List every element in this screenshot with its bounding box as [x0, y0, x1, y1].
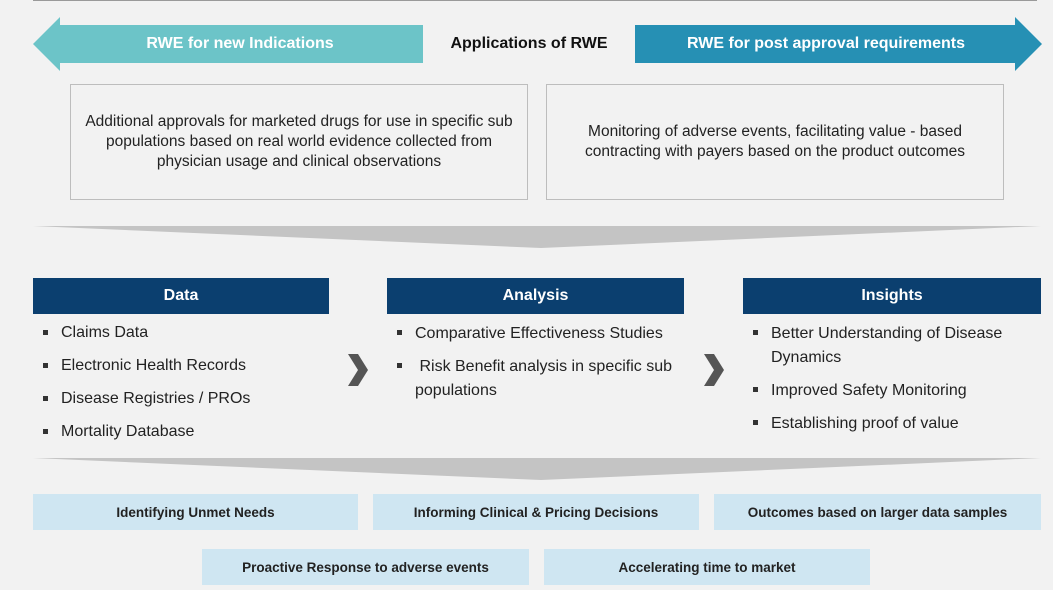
bullet-icon: [753, 387, 758, 392]
chevron-right-icon: [704, 354, 724, 386]
bullet-icon: [43, 363, 48, 368]
new-indications-label: RWE for new Indications: [146, 35, 334, 52]
list-item: Establishing proof of value: [743, 412, 1041, 436]
bullet-icon: [753, 420, 758, 425]
new-indications-arrow: RWE for new Indications: [33, 17, 423, 71]
list-item-text: Better Understanding of Disease Dynamics: [771, 325, 1003, 366]
list-item: Risk Benefit analysis in specific sub po…: [387, 355, 684, 403]
post-approval-label: RWE for post approval requirements: [687, 35, 965, 52]
outcome-unmet-needs: Identifying Unmet Needs: [33, 494, 358, 530]
list-item: Claims Data: [33, 322, 329, 344]
bullet-icon: [43, 429, 48, 434]
list-item-text: Mortality Database: [61, 423, 195, 440]
list-item: Disease Registries / PROs: [33, 388, 329, 410]
list-item-text: Electronic Health Records: [61, 357, 246, 374]
post-approval-arrow: RWE for post approval requirements: [635, 17, 1042, 71]
bullet-icon: [43, 396, 48, 401]
outcome-clinical-pricing: Informing Clinical & Pricing Decisions: [373, 494, 699, 530]
bullet-icon: [397, 363, 402, 368]
list-item-text: Comparative Effectiveness Studies: [415, 325, 663, 342]
chevron-right-icon: [348, 354, 368, 386]
new-indications-description: Additional approvals for marketed drugs …: [70, 84, 528, 200]
list-item-text: Risk Benefit analysis in specific sub po…: [415, 358, 677, 399]
bullet-icon: [43, 330, 48, 335]
analysis-list: Comparative Effectiveness Studies Risk B…: [387, 322, 684, 412]
data-list: Claims Data Electronic Health Records Di…: [33, 322, 329, 454]
funnel-down-shape-bottom: [33, 458, 1041, 480]
list-item: Improved Safety Monitoring: [743, 379, 1041, 403]
list-item-text: Establishing proof of value: [771, 415, 959, 432]
analysis-header: Analysis: [387, 278, 684, 314]
list-item: Comparative Effectiveness Studies: [387, 322, 684, 346]
list-item: Mortality Database: [33, 421, 329, 443]
insights-list: Better Understanding of Disease Dynamics…: [743, 322, 1041, 445]
bullet-icon: [753, 330, 758, 335]
bullet-icon: [397, 330, 402, 335]
right-arrow-shape: [635, 17, 1042, 71]
funnel-down-shape-top: [33, 226, 1041, 248]
outcome-proactive-response: Proactive Response to adverse events: [202, 549, 529, 585]
post-approval-description: Monitoring of adverse events, facilitati…: [546, 84, 1004, 200]
top-divider: [33, 0, 1037, 1]
outcome-larger-samples: Outcomes based on larger data samples: [714, 494, 1041, 530]
list-item-text: Improved Safety Monitoring: [771, 382, 967, 399]
data-header: Data: [33, 278, 329, 314]
applications-title: Applications of RWE: [450, 35, 608, 52]
list-item: Electronic Health Records: [33, 355, 329, 377]
left-arrow-shape: [33, 17, 423, 71]
list-item: Better Understanding of Disease Dynamics: [743, 322, 1041, 370]
list-item-text: Disease Registries / PROs: [61, 390, 251, 407]
outcome-time-to-market: Accelerating time to market: [544, 549, 870, 585]
list-item-text: Claims Data: [61, 324, 149, 341]
insights-header: Insights: [743, 278, 1041, 314]
